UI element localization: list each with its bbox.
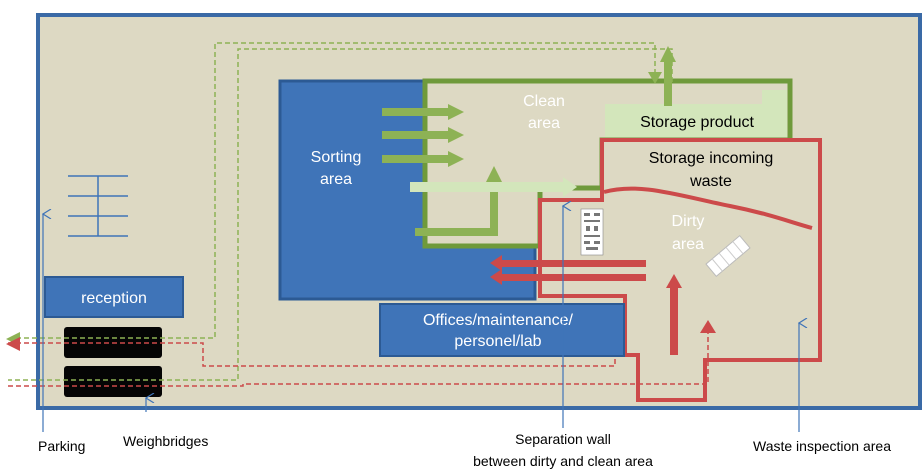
svg-text:Offices/maintenance/: Offices/maintenance/ (423, 312, 574, 329)
svg-text:area: area (672, 236, 704, 253)
svg-text:Storage incoming: Storage incoming (649, 150, 774, 167)
green-dashed-route (8, 42, 673, 381)
svg-text:Dirty: Dirty (672, 213, 705, 230)
svg-text:between dirty and clean area: between dirty and clean area (473, 453, 653, 469)
red-arrow-left (6, 337, 20, 351)
waste-inspection-label: Waste inspection area (753, 438, 891, 454)
conveyor-icon (705, 235, 751, 277)
clean-area-label: Clean area (523, 93, 565, 132)
sorting-area-label: Sorting area (311, 149, 362, 188)
offices-label: Offices/maintenance/ personel/lab (423, 312, 574, 350)
red-dashed-route (8, 333, 709, 387)
svg-text:Clean: Clean (523, 93, 565, 110)
separation-wall-label: Separation wall between dirty and clean … (473, 431, 653, 469)
dirty-area-label: Dirty area (672, 213, 705, 253)
reception-block (44, 276, 184, 318)
weighbridges-label: Weighbridges (123, 433, 208, 449)
red-flow-arrows (490, 255, 682, 355)
svg-text:area: area (528, 115, 560, 132)
green-arrow-down-storage (648, 72, 662, 84)
storage-product (605, 104, 787, 137)
parking-label: Parking (38, 438, 85, 454)
reception-label: reception (81, 290, 147, 307)
green-light-arrow (410, 177, 577, 197)
green-flow-arrows (382, 46, 676, 236)
red-arrow-up-inspection (700, 320, 716, 333)
incoming-waste-line (603, 186, 813, 230)
svg-text:Sorting: Sorting (311, 149, 362, 166)
storage-product-bin (762, 90, 787, 106)
svg-text:Separation wall: Separation wall (515, 431, 611, 447)
callout-arrows (43, 206, 799, 432)
storage-product-label: Storage product (640, 114, 754, 131)
dirty-area (538, 138, 822, 402)
storage-incoming-label: Storage incoming waste (649, 150, 774, 190)
parking-lines (68, 175, 128, 237)
svg-text:waste: waste (689, 173, 732, 190)
svg-text:personel/lab: personel/lab (454, 333, 541, 350)
sorting-machine-icon (580, 208, 604, 256)
offices-block (379, 303, 625, 357)
weighbridge-bottom (64, 366, 162, 397)
svg-text:area: area (320, 171, 352, 188)
